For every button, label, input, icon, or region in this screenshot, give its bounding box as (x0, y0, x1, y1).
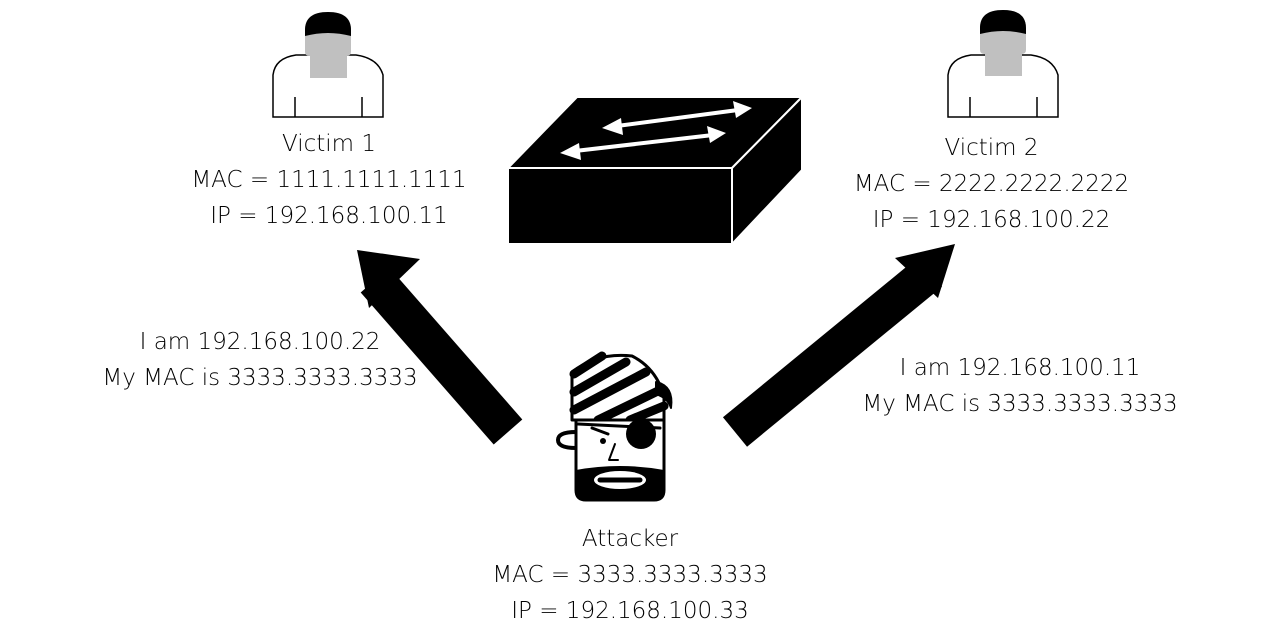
victim2-ip: IP = 192.168.100.22 (872, 207, 1111, 233)
arp-claim-to-victim2: I am 192.168.100.11 My MAC is 3333.3333.… (835, 350, 1205, 422)
attacker-name: Attacker (581, 526, 679, 552)
victim2-name: Victim 2 (944, 135, 1039, 161)
attacker-mac: MAC = 3333.3333.3333 (492, 562, 768, 588)
victim1-label: Victim 1 MAC = 1111.1111.1111 IP = 192.1… (179, 126, 479, 234)
arp-claim-to-victim2-line2: My MAC is 3333.3333.3333 (862, 391, 1178, 417)
victim1-name: Victim 1 (281, 131, 377, 157)
victim2-label: Victim 2 MAC = 2222.2222.2222 IP = 192.1… (829, 130, 1154, 238)
attacker-pirate-icon (556, 351, 673, 502)
victim1-ip: IP = 192.168.100.11 (210, 203, 448, 229)
arp-claim-to-victim1: I am 192.168.100.22 My MAC is 3333.3333.… (70, 324, 450, 396)
victim2-mac: MAC = 2222.2222.2222 (853, 171, 1130, 197)
victim2-user-icon (947, 10, 1059, 118)
attacker-ip: IP = 192.168.100.33 (511, 598, 749, 624)
arp-claim-to-victim1-line1: I am 192.168.100.22 (139, 329, 381, 355)
arp-claim-to-victim1-line2: My MAC is 3333.3333.3333 (102, 365, 418, 391)
victim1-user-icon (272, 12, 384, 118)
attacker-label: Attacker MAC = 3333.3333.3333 IP = 192.1… (470, 521, 790, 629)
arp-claim-to-victim2-line1: I am 192.168.100.11 (899, 355, 1141, 381)
arrow-to-victim1-icon (357, 250, 523, 445)
arrow-to-victim2-icon (722, 244, 955, 447)
victim1-mac: MAC = 1111.1111.1111 (191, 167, 467, 193)
network-switch-icon (505, 94, 805, 247)
